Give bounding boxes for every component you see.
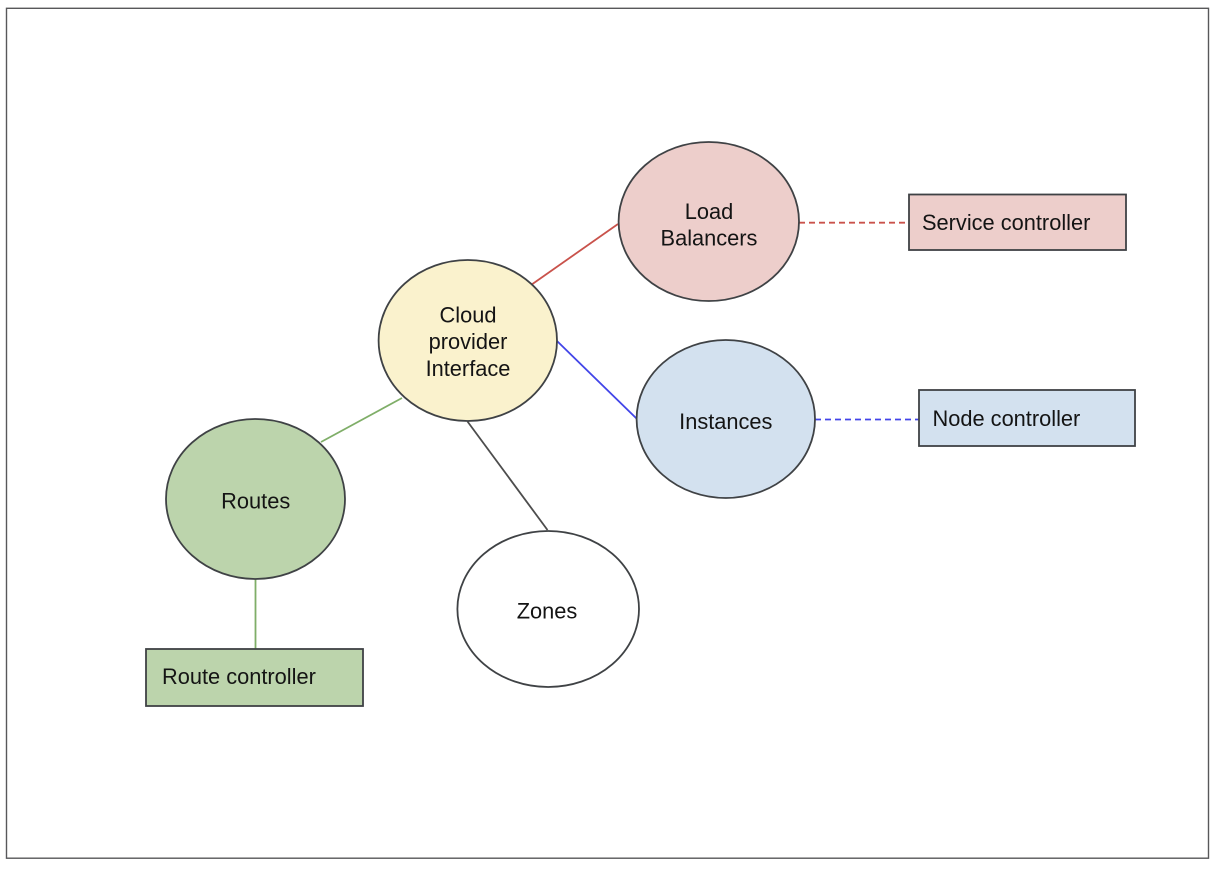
svg-text:Load: Load (685, 199, 734, 224)
svg-text:Routes: Routes (221, 489, 290, 514)
svg-text:Balancers: Balancers (661, 226, 758, 251)
svg-text:Interface: Interface (426, 356, 511, 381)
svg-text:Instances: Instances (679, 409, 772, 434)
svg-text:Service controller: Service controller (922, 210, 1090, 235)
svg-text:Route controller: Route controller (162, 664, 316, 689)
svg-text:Cloud: Cloud (440, 303, 497, 328)
svg-text:Node controller: Node controller (933, 406, 1081, 431)
svg-text:provider: provider (429, 329, 508, 354)
svg-text:Zones: Zones (517, 599, 578, 624)
